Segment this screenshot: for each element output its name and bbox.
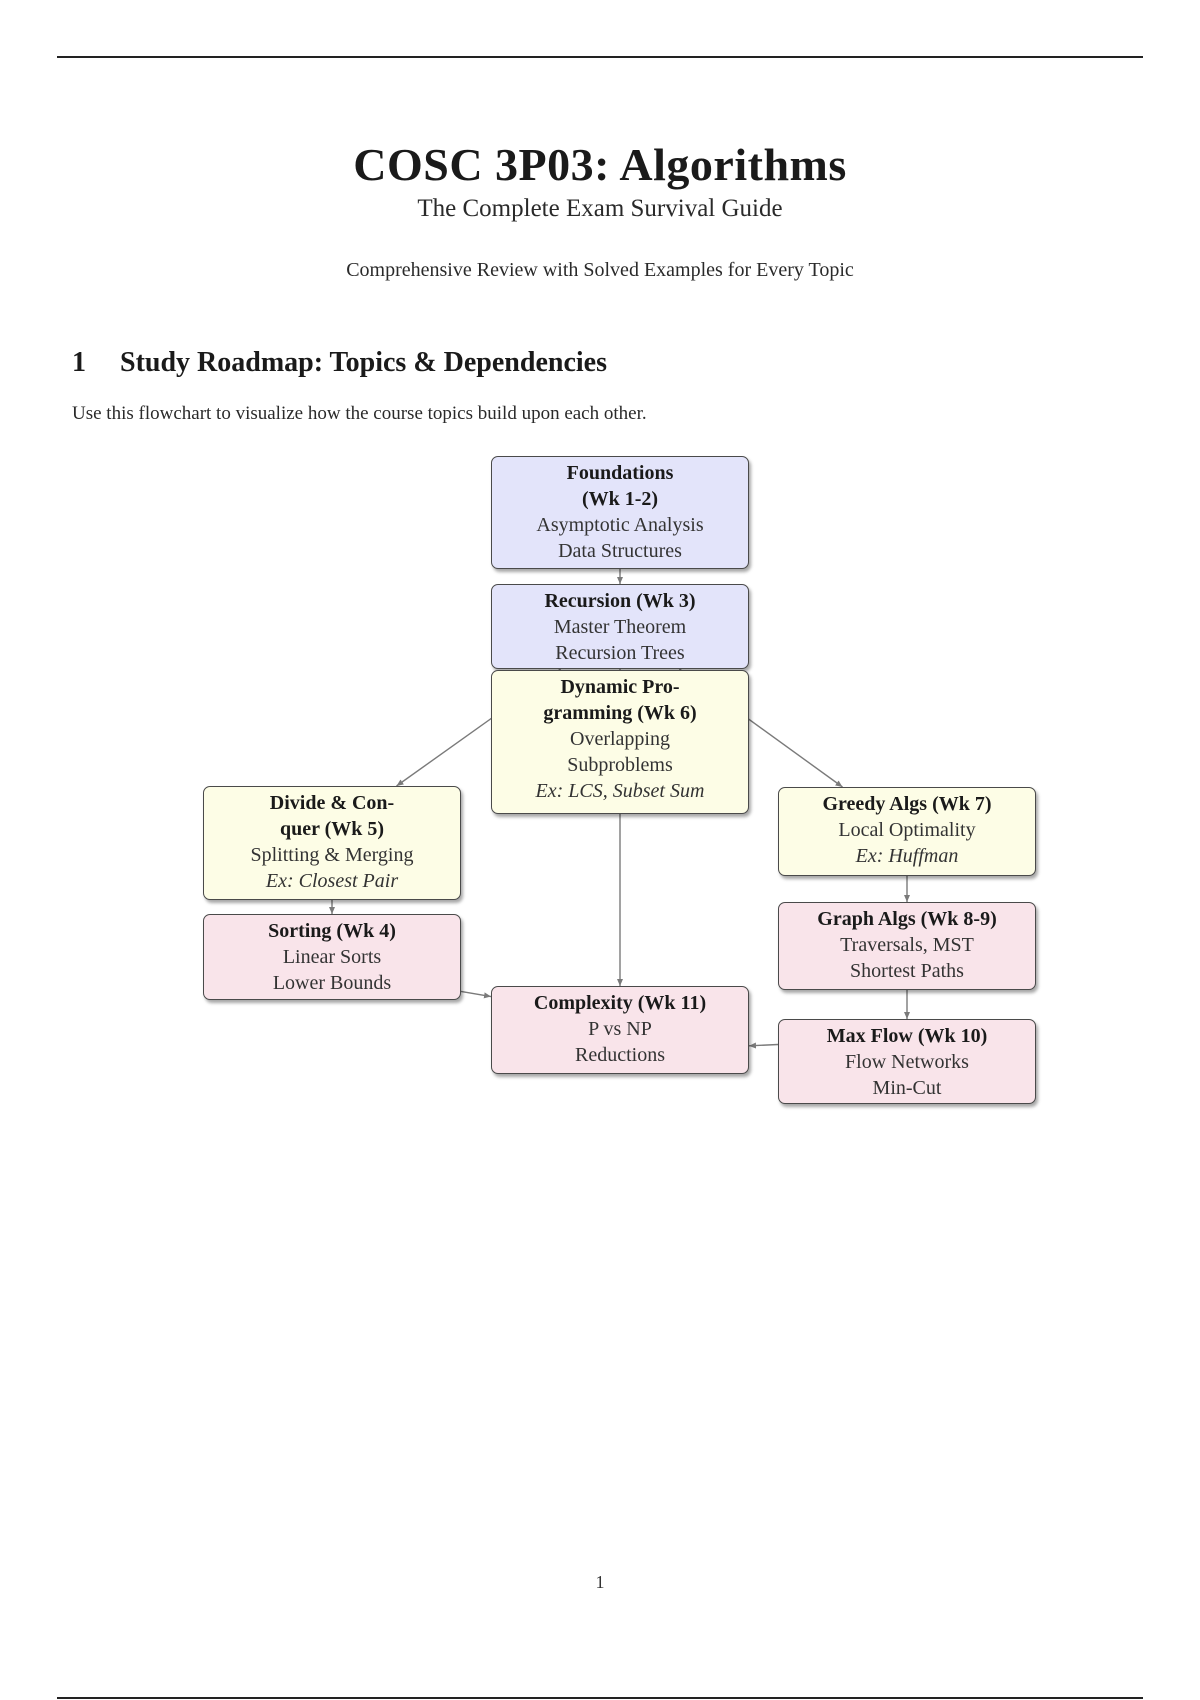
edge-sorting-to-complexity xyxy=(460,990,492,999)
node-title: Greedy Algs (Wk 7) xyxy=(822,793,992,815)
footer-rule xyxy=(57,1697,1143,1699)
node-title: quer (Wk 5) xyxy=(279,818,385,840)
section-number: 1 xyxy=(72,347,86,378)
node-detail: Asymptotic Analysis xyxy=(536,514,704,536)
node-detail: Shortest Paths xyxy=(850,960,964,982)
node-detail: Recursion Trees xyxy=(555,642,685,664)
document-title: COSC 3P03: Algorithms xyxy=(353,139,847,190)
edge-maxflow-to-complexity xyxy=(748,1042,779,1049)
node-detail: Subproblems xyxy=(567,754,673,776)
node-detail: Traversals, MST xyxy=(840,934,974,956)
section-title: Study Roadmap: Topics & Dependencies xyxy=(120,347,607,378)
node-title: Sorting (Wk 4) xyxy=(268,920,396,942)
node-complexity: Complexity (Wk 11) P vs NP Reductions xyxy=(491,986,749,1074)
intro-paragraph: Use this flowchart to visualize how the … xyxy=(72,403,647,424)
page-number: 1 xyxy=(595,1572,605,1592)
node-divide-and-conquer: Divide & Con-quer (Wk 5) Splitting & Merg… xyxy=(203,786,461,900)
section-heading: 1 Study Roadmap: Topics & Dependencies xyxy=(72,347,607,379)
node-graph-algorithms: Graph Algs (Wk 8-9) Traversals, MST Shorte… xyxy=(778,902,1036,990)
node-detail: Lower Bounds xyxy=(272,972,392,994)
node-title: Dynamic Pro- xyxy=(560,676,680,698)
node-detail: Min-Cut xyxy=(872,1077,942,1099)
node-detail: Local Optimality xyxy=(838,819,976,841)
node-title: Graph Algs (Wk 8-9) xyxy=(817,908,997,930)
node-example: Ex: Closest Pair xyxy=(265,870,399,892)
header-rule xyxy=(57,56,1143,58)
node-example: Ex: Huffman xyxy=(855,845,959,867)
node-title: Foundations xyxy=(566,462,674,484)
node-title: (Wk 1-2) xyxy=(581,488,659,510)
node-title: Divide & Con- xyxy=(269,792,395,814)
node-title: gramming (Wk 6) xyxy=(543,702,697,724)
node-detail: Reductions xyxy=(575,1044,665,1066)
node-title: Recursion (Wk 3) xyxy=(544,590,696,612)
node-detail: Flow Networks xyxy=(845,1051,969,1073)
document-tagline: Comprehensive Review with Solved Example… xyxy=(346,259,854,281)
node-detail: P vs NP xyxy=(588,1018,652,1040)
node-title: Max Flow (Wk 10) xyxy=(826,1025,988,1047)
document-subtitle: The Complete Exam Survival Guide xyxy=(417,195,783,222)
node-detail: Splitting & Merging xyxy=(250,844,414,866)
node-detail: Linear Sorts xyxy=(282,946,382,968)
node-example: Ex: LCS, Subset Sum xyxy=(535,780,705,802)
node-detail: Master Theorem xyxy=(553,616,687,638)
node-title: Complexity (Wk 11) xyxy=(533,992,707,1014)
node-detail: Data Structures xyxy=(558,540,682,562)
node-detail: Overlapping xyxy=(570,728,670,750)
